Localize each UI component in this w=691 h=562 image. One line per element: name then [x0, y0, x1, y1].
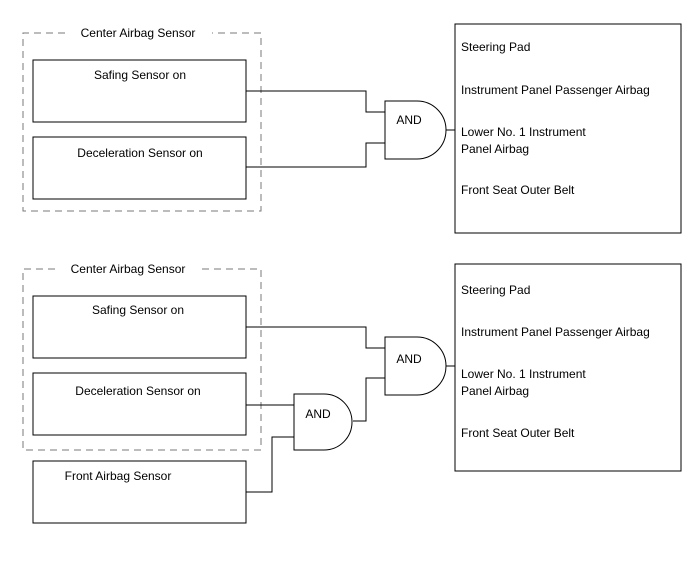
deceleration-sensor-1-label: Deceleration Sensor on [77, 146, 202, 160]
and-gate-inner-label: AND [305, 407, 331, 421]
wire-safing-1 [246, 90, 385, 113]
and-gate-1-label: AND [396, 113, 422, 127]
front-airbag-sensor-label: Front Airbag Sensor [65, 469, 172, 483]
output-lower-airbag-line2-2: Panel Airbag [461, 384, 529, 398]
safing-sensor-1-box [32, 59, 247, 123]
output-devices-1-box [454, 23, 682, 234]
deceleration-sensor-2-label: Deceleration Sensor on [75, 384, 200, 398]
output-lower-airbag-line1-2: Lower No. 1 Instrument [461, 367, 586, 381]
safing-sensor-1-label: Safing Sensor on [94, 68, 186, 82]
output-seat-belt-1: Front Seat Outer Belt [461, 183, 575, 197]
output-lower-airbag-line1-1: Lower No. 1 Instrument [461, 125, 586, 139]
center-sensor-group-1-label: Center Airbag Sensor [81, 26, 196, 40]
and-gate-inner [293, 393, 353, 451]
center-sensor-group-2-border [22, 268, 262, 451]
output-seat-belt-2: Front Seat Outer Belt [461, 426, 575, 440]
wire-front-sensor [246, 436, 294, 493]
and-gate-1 [384, 100, 447, 160]
output-devices-2-box [454, 263, 682, 472]
deceleration-sensor-1-box [32, 136, 247, 200]
diagram-1: Center Airbag Sensor Safing Sensor on De… [22, 23, 682, 234]
safing-sensor-2-box [32, 295, 247, 359]
output-passenger-airbag-2: Instrument Panel Passenger Airbag [461, 325, 650, 339]
wire-safing-2 [246, 326, 385, 349]
center-sensor-group-1-border [22, 32, 262, 212]
diagram-2: Center Airbag Sensor Safing Sensor on De… [22, 262, 682, 524]
wire-inner-to-outer-gate [353, 377, 385, 422]
output-steering-pad-1: Steering Pad [461, 40, 530, 54]
wire-deceleration-1 [246, 142, 385, 168]
and-gate-outer-label: AND [396, 352, 422, 366]
output-lower-airbag-line2-1: Panel Airbag [461, 142, 529, 156]
output-steering-pad-2: Steering Pad [461, 283, 530, 297]
output-passenger-airbag-1: Instrument Panel Passenger Airbag [461, 83, 650, 97]
center-sensor-group-2-label: Center Airbag Sensor [71, 262, 186, 276]
safing-sensor-2-label: Safing Sensor on [92, 303, 184, 317]
deceleration-sensor-2-box [32, 372, 247, 436]
and-gate-outer [384, 336, 447, 396]
